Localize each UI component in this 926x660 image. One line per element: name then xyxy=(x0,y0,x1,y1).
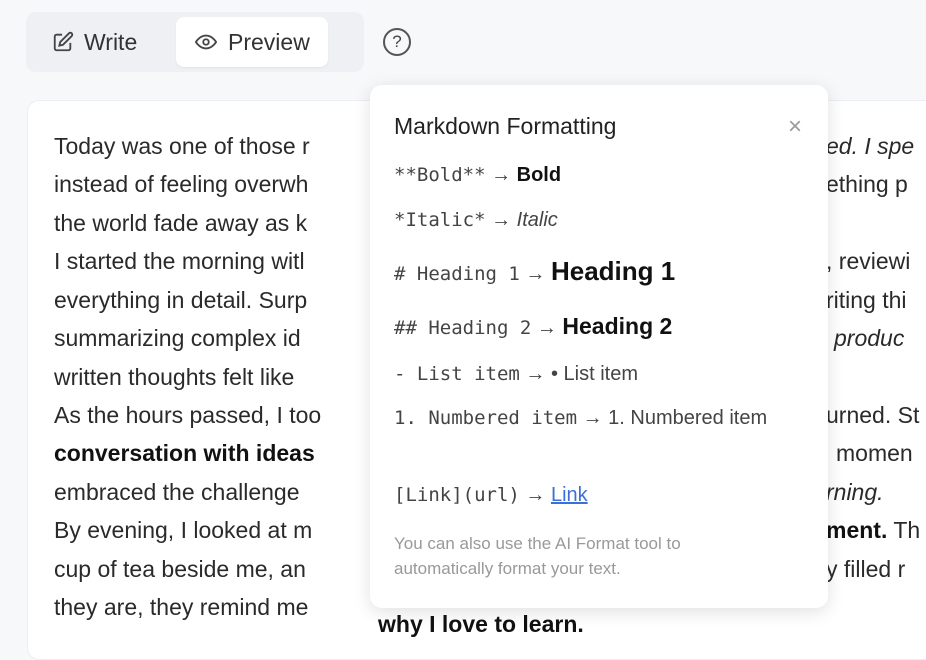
ai-format-note: You can also use the AI Format tool to a… xyxy=(394,534,681,578)
result: 1. Numbered item xyxy=(608,407,768,429)
edit-icon xyxy=(53,31,74,52)
eye-icon xyxy=(194,34,218,50)
syntax: [Link](url) xyxy=(394,484,520,506)
italic-text: ed. I spe xyxy=(826,133,915,159)
write-label: Write xyxy=(84,28,138,55)
italic-text: produc xyxy=(834,325,905,351)
text-line: I started the morning witl xyxy=(54,248,305,274)
text-line-end: y filled r xyxy=(826,556,906,582)
text-line-end: riting thi xyxy=(826,287,907,313)
syntax: **Bold** xyxy=(394,164,486,186)
format-row-list: - List item → • List item xyxy=(394,358,808,390)
link-example[interactable]: Link xyxy=(550,484,588,506)
arrow-icon: → xyxy=(582,407,603,429)
syntax: - List item xyxy=(394,363,520,385)
arrow-icon: → xyxy=(536,317,557,339)
syntax: # Heading 1 xyxy=(394,263,520,285)
text-line-tail: why I love to learn. xyxy=(378,611,584,637)
format-row-italic: *Italic* → Italic xyxy=(394,204,808,236)
text-line: As the hours passed, I too xyxy=(54,402,322,428)
text-line: conversation with ideas xyxy=(54,438,315,468)
syntax: 1. Numbered item xyxy=(394,407,578,429)
close-icon[interactable]: × xyxy=(787,113,802,140)
write-tab[interactable]: Write xyxy=(34,17,155,67)
text-line: instead of feeling overwh xyxy=(54,171,309,197)
arrow-icon: → xyxy=(525,263,546,285)
text-line-end: urned. St xyxy=(826,402,920,428)
text-line: By evening, I looked at m xyxy=(54,517,313,543)
text-line-end: produc xyxy=(834,323,904,353)
arrow-icon: → xyxy=(491,209,512,231)
text-line: embraced the challenge xyxy=(54,479,300,505)
bold-text: conversation with ideas xyxy=(54,440,315,466)
arrow-icon: → xyxy=(491,164,512,186)
preview-tab[interactable]: Preview xyxy=(176,17,328,67)
text-line: the world fade away as k xyxy=(54,210,308,236)
result: Heading 1 xyxy=(550,256,676,286)
popup-title: Markdown Formatting xyxy=(394,113,617,139)
syntax: ## Heading 2 xyxy=(394,317,532,339)
text-line: summarizing complex id xyxy=(54,325,301,351)
text-line-end: ething p xyxy=(826,171,908,197)
text-line-end: ed. I spe xyxy=(826,131,914,161)
format-row-h1: # Heading 1 → Heading 1 xyxy=(394,255,808,290)
editor-mode-toolbar: Write Preview xyxy=(26,12,364,72)
text-fragment: Th xyxy=(887,517,921,543)
format-row-link: [Link](url) → Link xyxy=(394,479,808,511)
arrow-icon: → xyxy=(525,363,546,385)
format-row-bold: **Bold** → Bold xyxy=(394,159,808,191)
text-line: cup of tea beside me, an xyxy=(54,556,306,582)
help-icon[interactable]: ? xyxy=(383,28,411,56)
text-line-end: ment. Th xyxy=(826,515,920,545)
text-line-end: , reviewi xyxy=(826,248,911,274)
result: Italic xyxy=(516,209,558,231)
text-line: everything in detail. Surp xyxy=(54,287,308,313)
text-line-end: momen xyxy=(836,440,913,466)
bold-text: why I love to learn. xyxy=(378,611,584,637)
italic-text: rning. xyxy=(826,479,884,505)
text-line-end: rning. xyxy=(826,477,884,507)
arrow-icon: → xyxy=(525,484,546,506)
bold-text: ment. xyxy=(826,517,888,543)
text-line: they are, they remind me xyxy=(54,594,309,620)
syntax: *Italic* xyxy=(394,209,486,231)
markdown-help-popup: Markdown Formatting × **Bold** → Bold *I… xyxy=(370,85,828,608)
preview-label: Preview xyxy=(228,28,310,55)
result: Heading 2 xyxy=(562,313,673,339)
result: • List item xyxy=(550,363,638,385)
text-line: Today was one of those r xyxy=(54,133,310,159)
result: Bold xyxy=(516,164,562,186)
format-row-h2: ## Heading 2 → Heading 2 xyxy=(394,310,808,344)
format-row-numbered: 1. Numbered item → 1. Numbered item xyxy=(394,402,808,434)
text-line: written thoughts felt like xyxy=(54,364,295,390)
